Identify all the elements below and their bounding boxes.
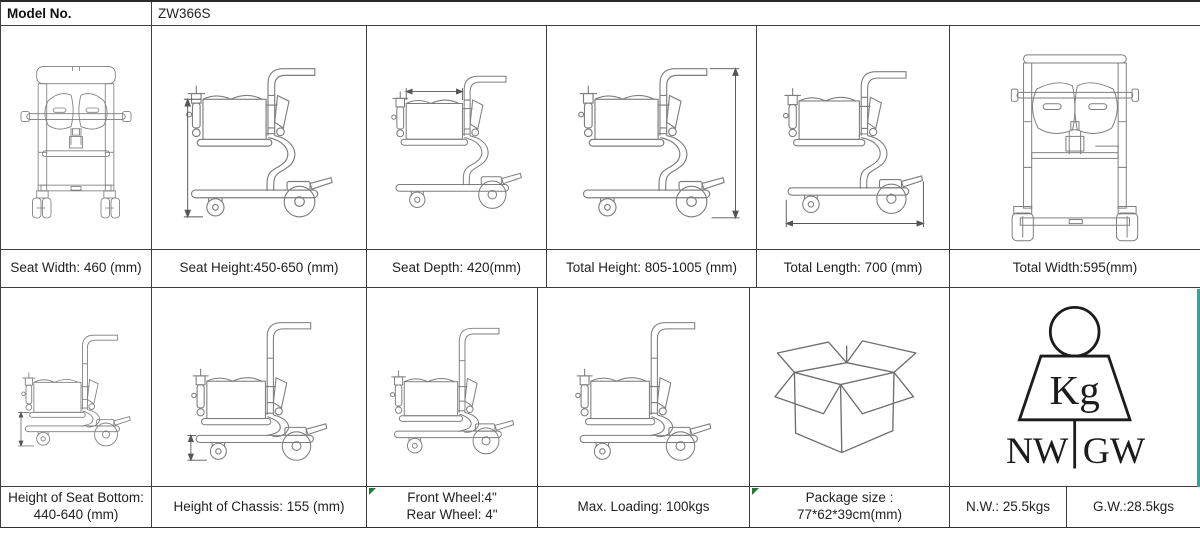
spec-text: Total Height: 805-1005 (mm) — [565, 260, 738, 276]
spec-seat-bottom-height: Height of Seat Bottom: 440-640 (mm) — [1, 487, 152, 527]
spec-text: Total Length: 700 (mm) — [783, 260, 923, 276]
spec-text: Total Width:595(mm) — [1012, 260, 1138, 276]
spec-net-weight: N.W.: 25.5kgs — [950, 487, 1067, 527]
model-no-label: Model No. — [7, 6, 72, 21]
chair-side-lowered-view-icon — [18, 296, 151, 447]
drawing-cell-weight: Kg NW GW — [950, 288, 1200, 486]
header-row: Model No. ZW366S — [0, 0, 1200, 26]
chair-side-view-icon — [551, 66, 740, 219]
spec-text: G.W.:28.5kgs — [1092, 498, 1175, 514]
spec-text: Package size : 77*62*39cm(mm) — [796, 490, 903, 522]
spec-text: Seat Width: 460 (mm) — [10, 260, 142, 276]
drawing-cell-total-height — [547, 26, 757, 249]
chair-side-lowered-view-icon — [187, 296, 352, 462]
drawing-cell-chassis-height — [152, 288, 367, 486]
spec-seat-depth: Seat Depth: 420(mm) — [367, 250, 547, 287]
teal-edge-line — [1197, 289, 1200, 487]
gross-weight-text: GW — [1083, 431, 1146, 472]
spec-text: N.W.: 25.5kgs — [965, 498, 1051, 514]
chair-side-view-icon — [757, 40, 925, 227]
drawing-cell-seat-height — [152, 26, 367, 249]
spec-gross-weight: G.W.:28.5kgs — [1067, 487, 1200, 527]
weight-unit-text: Kg — [1050, 367, 1100, 413]
spec-text: Height of Seat Bottom: 440-640 (mm) — [8, 490, 144, 522]
chair-side-view-icon — [183, 40, 360, 218]
drawing-row-top — [0, 26, 1200, 250]
spec-max-loading: Max. Loading: 100kgs — [538, 487, 750, 527]
drawing-cell-max-loading — [538, 288, 750, 486]
spec-text: Seat Height:450-650 (mm) — [179, 260, 339, 276]
drawing-cell-seat-bottom-height — [1, 288, 152, 486]
drawing-cell-total-length — [757, 26, 950, 249]
carton-box-icon — [774, 340, 917, 454]
model-no-label-cell: Model No. — [1, 2, 152, 25]
spec-seat-width: Seat Width: 460 (mm) — [1, 250, 152, 287]
spec-text: Seat Depth: 420(mm) — [391, 260, 522, 276]
weight-symbol-icon: Kg NW GW — [1006, 305, 1146, 472]
spec-text: Front Wheel:4" Rear Wheel: 4" — [406, 490, 498, 522]
net-weight-text: NW — [1006, 431, 1069, 472]
spec-total-length: Total Length: 700 (mm) — [757, 250, 950, 287]
spec-total-width: Total Width:595(mm) — [950, 250, 1200, 287]
chair-rear-view-icon — [1010, 53, 1140, 241]
drawing-cell-seat-depth — [367, 26, 547, 249]
excel-error-marker — [369, 488, 376, 495]
spec-package-size: Package size : 77*62*39cm(mm) — [750, 487, 950, 527]
drawing-cell-package — [750, 288, 950, 486]
drawing-cell-seat-width — [1, 26, 152, 249]
chair-side-view-icon — [367, 40, 546, 236]
model-no-value: ZW366S — [158, 6, 211, 21]
excel-error-marker — [752, 488, 759, 495]
model-no-value-cell: ZW366S — [152, 2, 1200, 25]
drawing-cell-total-width — [950, 26, 1200, 249]
spec-seat-height: Seat Height:450-650 (mm) — [152, 250, 367, 287]
chair-front-folded-view-icon — [20, 65, 132, 218]
drawing-row-bottom: Kg NW GW — [0, 288, 1200, 487]
spec-text: Max. Loading: 100kgs — [577, 498, 710, 514]
spec-row-bottom: Height of Seat Bottom: 440-640 (mm) Heig… — [0, 487, 1200, 528]
spec-chassis-height: Height of Chassis: 155 (mm) — [152, 487, 367, 527]
spec-text: Height of Chassis: 155 (mm) — [173, 498, 345, 514]
chair-side-lowered-view-icon — [550, 296, 736, 478]
spec-total-height: Total Height: 805-1005 (mm) — [547, 250, 757, 287]
drawing-cell-wheels — [367, 288, 538, 486]
chair-side-lowered-view-icon — [367, 296, 537, 478]
spec-row-top: Seat Width: 460 (mm) Seat Height:450-650… — [0, 250, 1200, 288]
spec-wheels: Front Wheel:4" Rear Wheel: 4" — [367, 487, 538, 527]
